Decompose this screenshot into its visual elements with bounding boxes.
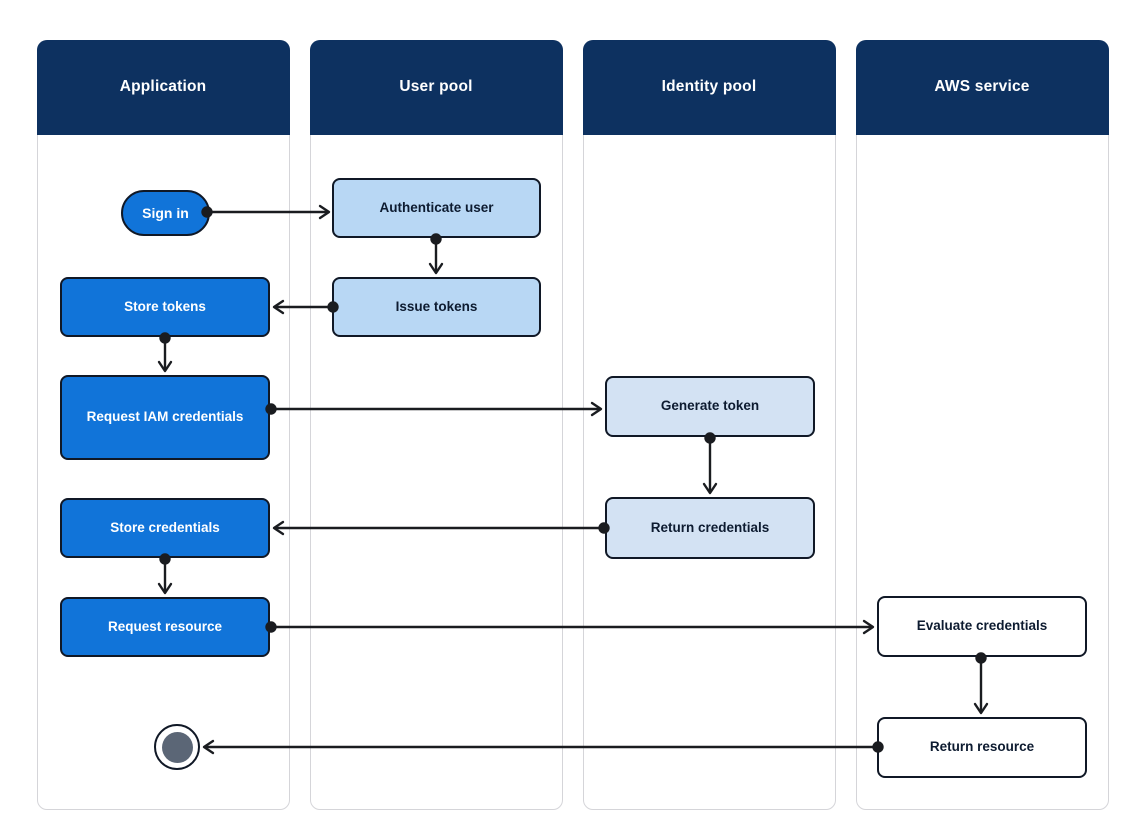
node-sign-in: Sign in: [121, 190, 210, 236]
node-label: Request resource: [107, 618, 223, 634]
node-label: Return credentials: [650, 519, 770, 535]
node-store-credentials: Store credentials: [60, 498, 270, 558]
node-label: Issue tokens: [395, 298, 478, 314]
node-label: Store credentials: [110, 519, 220, 535]
node-issue-tokens: Issue tokens: [332, 277, 541, 337]
node-label: Sign in: [142, 204, 189, 221]
node-label: Store tokens: [124, 298, 206, 314]
lane-label: Identity pool: [661, 78, 757, 95]
lane-user-pool: User pool: [309, 39, 563, 810]
node-label: Authenticate user: [379, 199, 494, 215]
lane-label: User pool: [399, 78, 473, 95]
node-label: Return resource: [929, 739, 1035, 755]
node-generate-token: Generate token: [605, 376, 815, 437]
node-request-iam-credentials: Request IAM credentials: [60, 375, 270, 460]
lane-header-identity-pool: Identity pool: [582, 39, 836, 135]
node-label: Generate token: [660, 398, 760, 414]
node-store-tokens: Store tokens: [60, 277, 270, 337]
end-state-node: [154, 724, 200, 770]
lane-aws-service: AWS service: [855, 39, 1109, 810]
node-evaluate-credentials: Evaluate credentials: [877, 596, 1087, 657]
node-return-resource: Return resource: [877, 717, 1087, 778]
node-authenticate-user: Authenticate user: [332, 178, 541, 238]
node-request-resource: Request resource: [60, 597, 270, 657]
node-label: Evaluate credentials: [916, 618, 1048, 634]
lane-header-application: Application: [36, 39, 290, 135]
lane-label: Application: [119, 78, 207, 95]
lane-header-user-pool: User pool: [309, 39, 563, 135]
lane-header-aws-service: AWS service: [855, 39, 1109, 135]
end-state-inner-circle: [161, 731, 193, 763]
node-return-credentials: Return credentials: [605, 497, 815, 559]
node-label: Request IAM credentials: [86, 409, 244, 425]
lane-label: AWS service: [934, 78, 1030, 95]
